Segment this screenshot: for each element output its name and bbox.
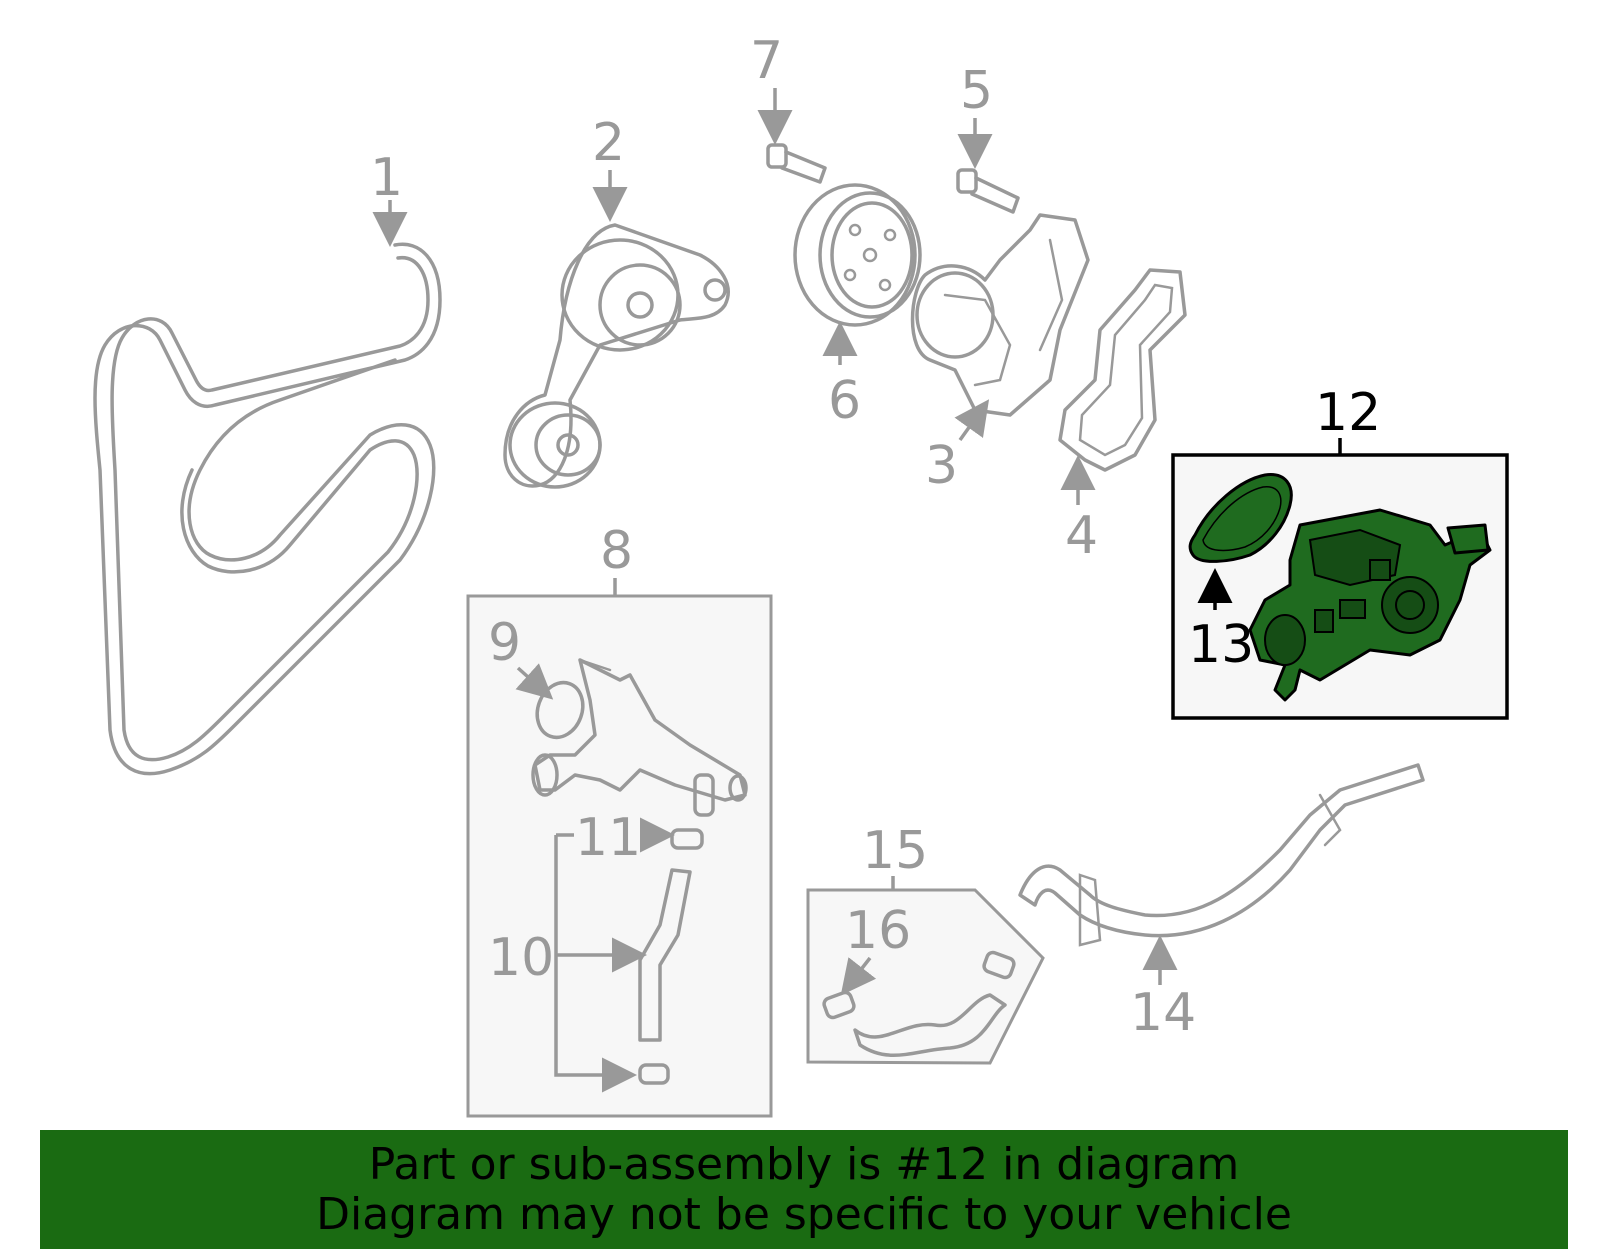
belt-tensioner-part-2[interactable]	[503, 223, 730, 489]
water-pump-gasket-part-4[interactable]	[1058, 268, 1187, 472]
label-6: 6	[828, 371, 861, 431]
thermostat-housing-assembly-part-12[interactable]	[1248, 508, 1492, 702]
coolant-hose-15[interactable]	[853, 993, 1007, 1057]
label-9: 9	[488, 613, 521, 673]
label-1: 1	[370, 148, 403, 208]
label-14: 14	[1130, 983, 1196, 1043]
label-10: 10	[488, 928, 554, 988]
info-banner: Part or sub-assembly is #12 in diagram D…	[40, 1130, 1568, 1249]
label-3: 3	[925, 436, 958, 496]
thermostat-housing-8[interactable]	[531, 658, 748, 817]
serpentine-belt-part-1[interactable]	[93, 242, 442, 776]
label-7: 7	[750, 31, 783, 91]
label-15: 15	[862, 821, 928, 881]
label-8: 8	[600, 521, 633, 581]
bolt-part-5[interactable]	[956, 168, 1020, 214]
clamp-part-11[interactable]	[670, 828, 704, 850]
banner-line-2: Diagram may not be specific to your vehi…	[316, 1189, 1292, 1240]
label-16: 16	[845, 901, 911, 961]
label-12: 12	[1315, 383, 1381, 443]
o-ring-part-9[interactable]	[530, 676, 590, 744]
label-5: 5	[960, 61, 993, 121]
coolant-pipe-part-14[interactable]	[1018, 763, 1425, 947]
assembly-box-15[interactable]	[806, 888, 1045, 1065]
bolt-part-7[interactable]	[766, 143, 827, 184]
water-pump-part-3[interactable]	[910, 213, 1090, 417]
water-pump-pulley-part-6[interactable]	[793, 183, 922, 327]
label-2: 2	[592, 113, 625, 173]
coolant-hose-part-10[interactable]	[638, 868, 692, 1042]
clamp-part-16[interactable]	[822, 950, 1016, 1020]
clamp-lower[interactable]	[638, 1063, 670, 1085]
banner-line-1: Part or sub-assembly is #12 in diagram	[368, 1139, 1240, 1190]
label-13: 13	[1188, 615, 1254, 675]
thermostat-gasket-part-13[interactable]	[1188, 473, 1293, 563]
label-11: 11	[575, 808, 641, 868]
label-4: 4	[1065, 506, 1098, 566]
